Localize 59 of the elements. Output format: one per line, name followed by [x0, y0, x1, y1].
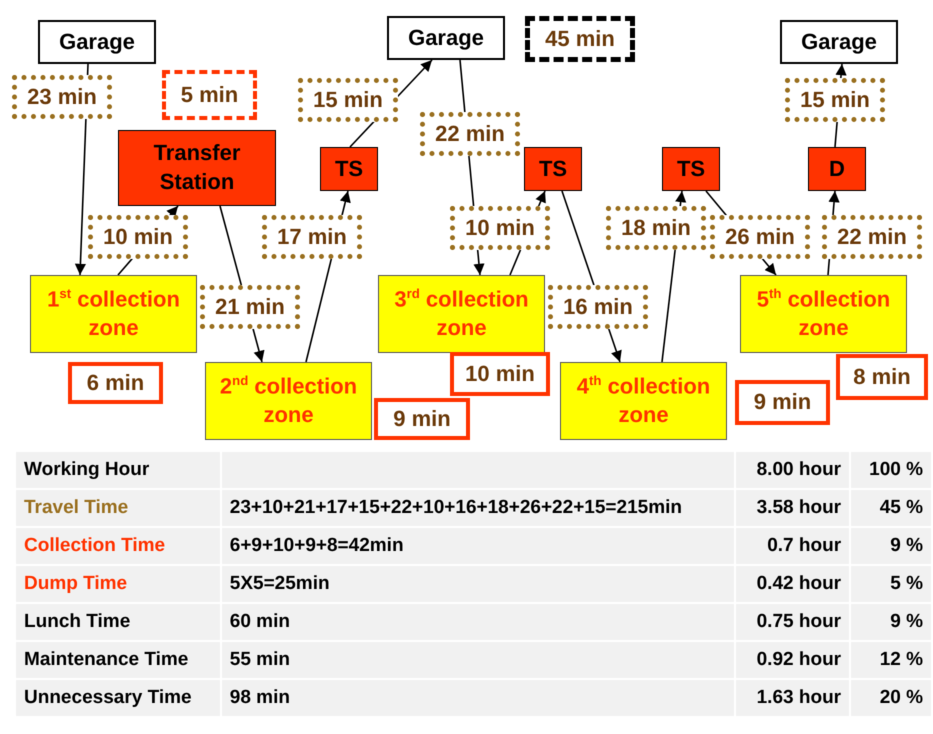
table-cell: 9 %: [851, 528, 931, 564]
collection-zone-box: 1$^{st}$ collection zone: [30, 275, 197, 353]
row-header: Dump Time: [16, 566, 220, 602]
edge-label: 26 min: [710, 215, 810, 259]
edge-label: 17 min: [262, 215, 362, 259]
station-box: TS: [320, 147, 378, 191]
duration-box: 9 min: [374, 398, 470, 440]
table-cell: 0.42 hour: [736, 566, 850, 602]
collection-zone-box: 5$^{th}$ collection zone: [740, 275, 907, 353]
table-cell: 5 %: [851, 566, 931, 602]
table-cell: 20 %: [851, 680, 931, 716]
row-header: Travel Time: [16, 490, 220, 526]
edge-label: 18 min: [606, 206, 706, 250]
transfer-station-box: Transfer Station: [118, 130, 276, 206]
row-header: Collection Time: [16, 528, 220, 564]
station-box: TS: [524, 147, 582, 191]
edge-label: 10 min: [88, 215, 188, 259]
table-cell: 12 %: [851, 642, 931, 678]
garage-box: Garage: [387, 16, 505, 60]
row-header: Unnecessary Time: [16, 680, 220, 716]
table-cell: 45 %: [851, 490, 931, 526]
table-cell: 8.00 hour: [736, 452, 850, 488]
edge-label: 21 min: [200, 285, 300, 329]
table-cell: 98 min: [222, 680, 734, 716]
row-header: Lunch Time: [16, 604, 220, 640]
edge-label: 15 min: [785, 78, 885, 122]
table-cell: 55 min: [222, 642, 734, 678]
table-cell: 0.92 hour: [736, 642, 850, 678]
table-cell: 23+10+21+17+15+22+10+16+18+26+22+15=215min: [222, 490, 734, 526]
edge-label: 10 min: [450, 206, 550, 250]
table-cell: 3.58 hour: [736, 490, 850, 526]
table-cell: 60 min: [222, 604, 734, 640]
table-cell: 0.75 hour: [736, 604, 850, 640]
station-box: D: [808, 147, 866, 191]
table-cell: 9 %: [851, 604, 931, 640]
edge-label: 16 min: [548, 285, 648, 329]
table-cell: 5X5=25min: [222, 566, 734, 602]
duration-box: 9 min: [735, 380, 830, 425]
edge-label: 15 min: [298, 78, 398, 122]
row-header: Working Hour: [16, 452, 220, 488]
table-cell: 1.63 hour: [736, 680, 850, 716]
garage-box: Garage: [38, 20, 156, 64]
duration-box: 45 min: [525, 16, 635, 62]
collection-zone-box: 2$^{nd}$ collection zone: [205, 362, 372, 440]
collection-zone-box: 4$^{th}$ collection zone: [560, 362, 727, 440]
row-header: Maintenance Time: [16, 642, 220, 678]
edge-label: 23 min: [12, 75, 112, 119]
edge-label: 22 min: [822, 215, 922, 259]
table-cell: 100 %: [851, 452, 931, 488]
table-cell: 0.7 hour: [736, 528, 850, 564]
garage-box: Garage: [780, 20, 898, 64]
table-cell: 6+9+10+9+8=42min: [222, 528, 734, 564]
collection-zone-box: 3$^{rd}$ collection zone: [378, 275, 545, 353]
duration-box: 6 min: [68, 362, 163, 404]
station-box: TS: [662, 147, 720, 191]
edge-label: 22 min: [420, 112, 520, 156]
duration-box: 5 min: [162, 70, 257, 120]
duration-box: 8 min: [836, 354, 928, 400]
duration-box: 10 min: [450, 352, 550, 396]
